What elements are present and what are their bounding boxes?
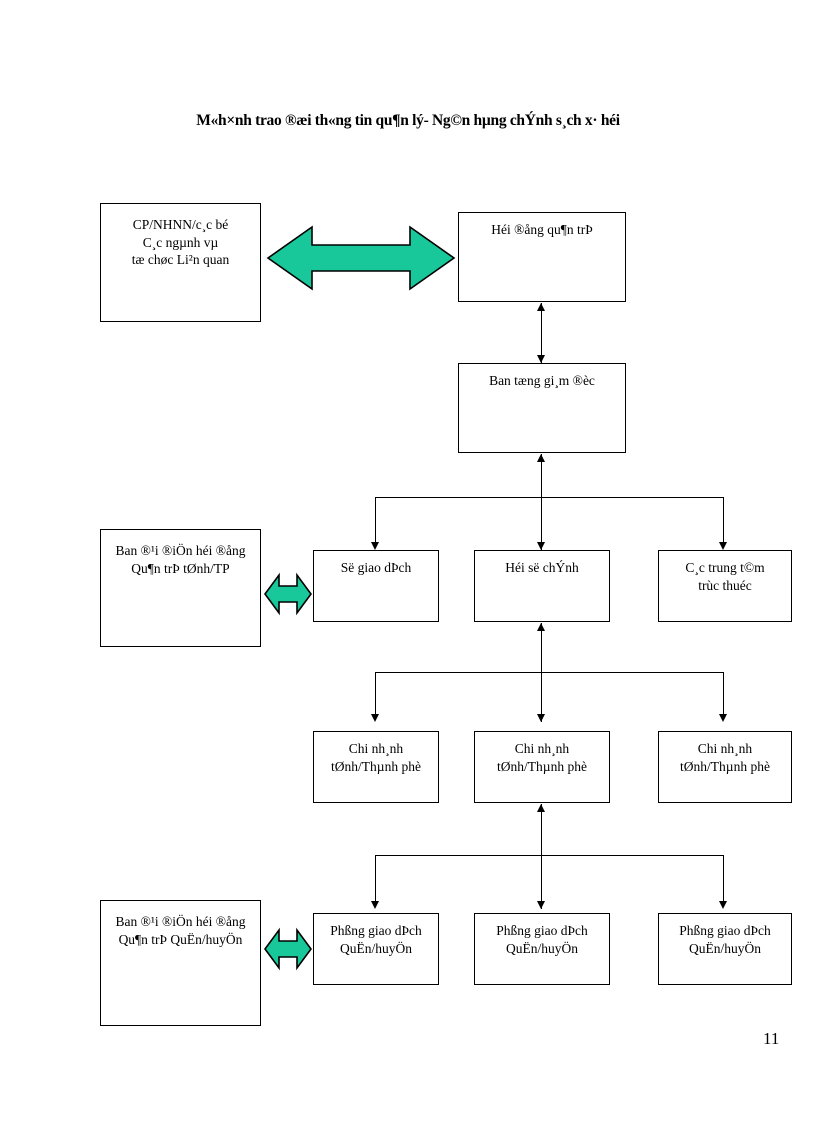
connector-office-bus: [375, 855, 723, 856]
connector-branch-right-drop: [723, 672, 724, 714]
node-office-middle-line-1: Phßng giao dÞch: [496, 923, 588, 938]
green-double-arrow-gov-board: [266, 225, 456, 291]
node-head-office[interactable]: Héi së chÝnh: [474, 550, 610, 622]
node-government-line-1: CP/NHNN/c¸c bé: [132, 217, 229, 232]
node-rep-board-province[interactable]: Ban ®¹i ®iÖn héi ®ång Qu¶n trÞ tØnh/TP: [100, 529, 261, 647]
node-affiliated-centers-line-2: trùc thuéc: [698, 577, 752, 593]
node-board-of-directors-line-1: Héi ®ång qu¶n trÞ: [491, 222, 593, 237]
node-head-office-line-1: Héi së chÝnh: [505, 560, 579, 575]
connector-ceo-headoffice-arrow-down: [536, 542, 545, 550]
connector-branch-office-line: [541, 804, 542, 909]
node-transaction-office-line-1: Së giao dÞch: [340, 560, 412, 575]
node-government[interactable]: CP/NHNN/c¸c bé C¸c ngµnh vµ tæ chøc Li²n…: [100, 203, 261, 322]
connector-ceo-headoffice-arrow-up: [536, 454, 545, 462]
node-office-right[interactable]: Phßng giao dÞch QuËn/huyÖn: [658, 913, 792, 985]
node-office-right-line-1: Phßng giao dÞch: [679, 923, 771, 938]
node-office-left-line-2: QuËn/huyÖn: [340, 940, 412, 956]
node-branch-middle[interactable]: Chi nh¸nh tØnh/Thµnh phè: [474, 731, 610, 803]
node-affiliated-centers[interactable]: C¸c trung t©m trùc thuéc: [658, 550, 792, 622]
connector-row3-bus: [375, 497, 723, 498]
node-branch-left[interactable]: Chi nh¸nh tØnh/Thµnh phè: [313, 731, 439, 803]
connector-row3-right-drop: [723, 497, 724, 542]
connector-branch-right-arrow: [718, 714, 727, 722]
connector-row3-right-arrow: [718, 542, 727, 550]
connector-office-right-drop: [723, 855, 724, 901]
node-branch-right[interactable]: Chi nh¸nh tØnh/Thµnh phè: [658, 731, 792, 803]
node-branch-right-line-1: Chi nh¸nh: [697, 741, 753, 756]
node-government-line-3: tæ chøc Li²n quan: [131, 252, 230, 268]
connector-board-ceo-arrow-down: [536, 355, 545, 363]
connector-office-left-arrow: [370, 901, 379, 909]
page-title: M«h×nh trao ®æi th«ng tin qu¶n lý- Ng©n …: [196, 112, 620, 129]
connector-row3-left-arrow: [370, 542, 379, 550]
node-transaction-office[interactable]: Së giao dÞch: [313, 550, 439, 622]
node-government-line-2: C¸c ngµnh vµ: [142, 234, 219, 250]
node-branch-middle-line-2: tØnh/Thµnh phè: [497, 758, 587, 774]
connector-headoffice-branch-arrow-up: [536, 623, 545, 631]
page-number: 11: [763, 1029, 780, 1048]
node-branch-right-line-2: tØnh/Thµnh phè: [680, 758, 770, 774]
node-rep-board-province-line-1: Ban ®¹i ®iÖn héi ®ång: [115, 543, 246, 558]
node-office-left-line-1: Phßng giao dÞch: [330, 923, 422, 938]
node-rep-board-district-line-2: Qu¶n trÞ QuËn/huyÖn: [118, 931, 243, 947]
connector-branch-bus: [375, 672, 723, 673]
connector-headoffice-branch-arrow-down: [536, 714, 545, 722]
connector-branch-office-arrow-up: [536, 804, 545, 812]
node-board-of-directors[interactable]: Héi ®ång qu¶n trÞ: [458, 212, 626, 302]
node-rep-board-district-line-1: Ban ®¹i ®iÖn héi ®ång: [115, 914, 246, 929]
node-branch-left-line-2: tØnh/Thµnh phè: [331, 758, 421, 774]
node-rep-board-province-line-2: Qu¶n trÞ tØnh/TP: [131, 560, 230, 576]
node-executive-board-line-1: Ban tæng gi¸m ®èc: [489, 373, 595, 388]
green-double-arrow-rep-province: [264, 572, 312, 616]
node-office-left[interactable]: Phßng giao dÞch QuËn/huyÖn: [313, 913, 439, 985]
node-rep-board-district[interactable]: Ban ®¹i ®iÖn héi ®ång Qu¶n trÞ QuËn/huyÖ…: [100, 900, 261, 1026]
green-double-arrow-rep-district: [264, 927, 312, 971]
connector-row3-left-drop: [375, 497, 376, 542]
connector-branch-left-arrow: [370, 714, 379, 722]
connector-branch-left-drop: [375, 672, 376, 714]
connector-board-ceo-line: [541, 303, 542, 363]
node-office-middle[interactable]: Phßng giao dÞch QuËn/huyÖn: [474, 913, 610, 985]
node-office-middle-line-2: QuËn/huyÖn: [506, 940, 578, 956]
connector-office-right-arrow: [718, 901, 727, 909]
connector-branch-office-arrow-down: [536, 901, 545, 909]
node-office-right-line-2: QuËn/huyÖn: [689, 940, 761, 956]
node-branch-left-line-1: Chi nh¸nh: [348, 741, 404, 756]
connector-ceo-headoffice-line: [541, 454, 542, 550]
node-executive-board[interactable]: Ban tæng gi¸m ®èc: [458, 363, 626, 453]
connector-board-ceo-arrow-up: [536, 303, 545, 311]
node-branch-middle-line-1: Chi nh¸nh: [514, 741, 570, 756]
node-affiliated-centers-line-1: C¸c trung t©m: [685, 560, 765, 575]
connector-office-left-drop: [375, 855, 376, 901]
